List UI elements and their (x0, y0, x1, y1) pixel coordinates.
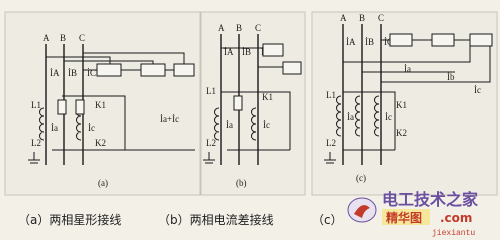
current-label-ib: İB (365, 37, 374, 47)
relay-k1b-box (75, 99, 85, 115)
relay-k1-box (233, 95, 243, 111)
current-label-ib: İB (68, 68, 77, 78)
watermark: 电工技术之家 精华图 .com jiexiantu (347, 190, 479, 238)
phase-c-label: C (79, 33, 85, 43)
watermark-domain: .com (440, 211, 472, 225)
current-label-ib: İB (242, 47, 251, 57)
load-box (282, 61, 302, 75)
ct-coil-c (374, 95, 380, 137)
phase-c-label: C (378, 13, 384, 23)
ct-coil-a (336, 95, 342, 137)
return-path-wire (221, 91, 291, 151)
current-label-ia: İA (346, 37, 356, 47)
ground-symbol (324, 152, 336, 164)
load-box (431, 33, 455, 47)
relay-label-k2: K2 (95, 138, 106, 148)
panel-a: A B C İA İB İC L1 L2 İa İc K1 K2 İa+İc (… (4, 11, 201, 196)
relay-label-k1: K1 (262, 92, 273, 102)
watermark-tag-bg (382, 209, 430, 225)
phase-c-label: C (255, 23, 261, 33)
watermark-site-name: 电工技术之家 (382, 190, 479, 209)
coil-current-ic: İc (263, 120, 270, 130)
load-box (389, 33, 413, 47)
coil-current-ia: İa (226, 120, 233, 130)
load-box (262, 43, 284, 57)
panel-c: A B C İA İB İC İa İb İc L1 L2 İa İc K1 K… (311, 11, 498, 196)
relay-k1-box (57, 99, 67, 115)
load-box (140, 63, 166, 77)
flame-icon (354, 205, 370, 218)
coil-current-ic: İc (88, 123, 95, 133)
current-label-ia: İA (50, 68, 60, 78)
ground-symbol (28, 152, 40, 164)
ct-coil-a (214, 107, 220, 141)
load-box (469, 33, 493, 47)
coil-current-ic: İc (385, 112, 392, 122)
caption-a: （a）两相星形接线 (18, 212, 121, 227)
ct-label-l1: L1 (326, 90, 336, 100)
phase-a-label: A (340, 13, 347, 23)
phase-a-label: A (43, 33, 50, 43)
relay-label-k2: K2 (396, 128, 407, 138)
phase-b-label: B (60, 33, 66, 43)
coil-current-ia: İa (51, 123, 58, 133)
caption-c: （c） (312, 213, 343, 227)
panel-a-tag: (a) (98, 178, 108, 188)
phase-b-label: B (236, 23, 242, 33)
ct-label-l2: L2 (326, 138, 336, 148)
return-path-wire (343, 91, 396, 151)
panel-c-tag: (c) (356, 173, 366, 183)
current-label-ia: İA (224, 47, 234, 57)
load-box (173, 63, 195, 77)
current-label-ic: İC (384, 37, 393, 47)
branch-wires (343, 46, 491, 83)
load-box (96, 63, 122, 77)
panel-b-background (200, 11, 306, 196)
ground-symbol (203, 152, 215, 164)
panel-b-tag: (b) (236, 178, 247, 188)
panel-b: A B C İA İB İC L1 L2 İa İc K1 (b) (200, 11, 306, 196)
ct-coil-b (355, 95, 361, 137)
caption-b: （b）两相电流差接线 (158, 212, 274, 227)
phase-b-label: B (359, 13, 365, 23)
relay-label-k1: K1 (396, 100, 407, 110)
ct-label-l1: L1 (206, 86, 216, 96)
return-path-wire (52, 95, 195, 151)
load-feed-wire (221, 47, 283, 68)
return-current-label: İa+İc (160, 114, 179, 124)
coil-current-ia: İa (347, 112, 354, 122)
watermark-tag: 精华图 (386, 210, 422, 225)
ct-label-l2: L2 (206, 138, 216, 148)
relay-label-k1: K1 (95, 100, 106, 110)
watermark-url: jiexiantu (432, 229, 475, 238)
ct-label-l2: L2 (31, 138, 41, 148)
ct-coil-a (39, 107, 45, 141)
branch-current-ib: İb (447, 72, 455, 82)
branch-current-ia: İa (404, 64, 411, 74)
branch-current-ic: İc (474, 85, 481, 95)
panel-a-background (4, 11, 201, 196)
ct-label-l1: L1 (31, 100, 41, 110)
current-label-ic: İC (87, 68, 96, 78)
ct-coil-c (251, 107, 257, 141)
phase-a-label: A (218, 23, 225, 33)
load-tap-wires (46, 52, 185, 64)
